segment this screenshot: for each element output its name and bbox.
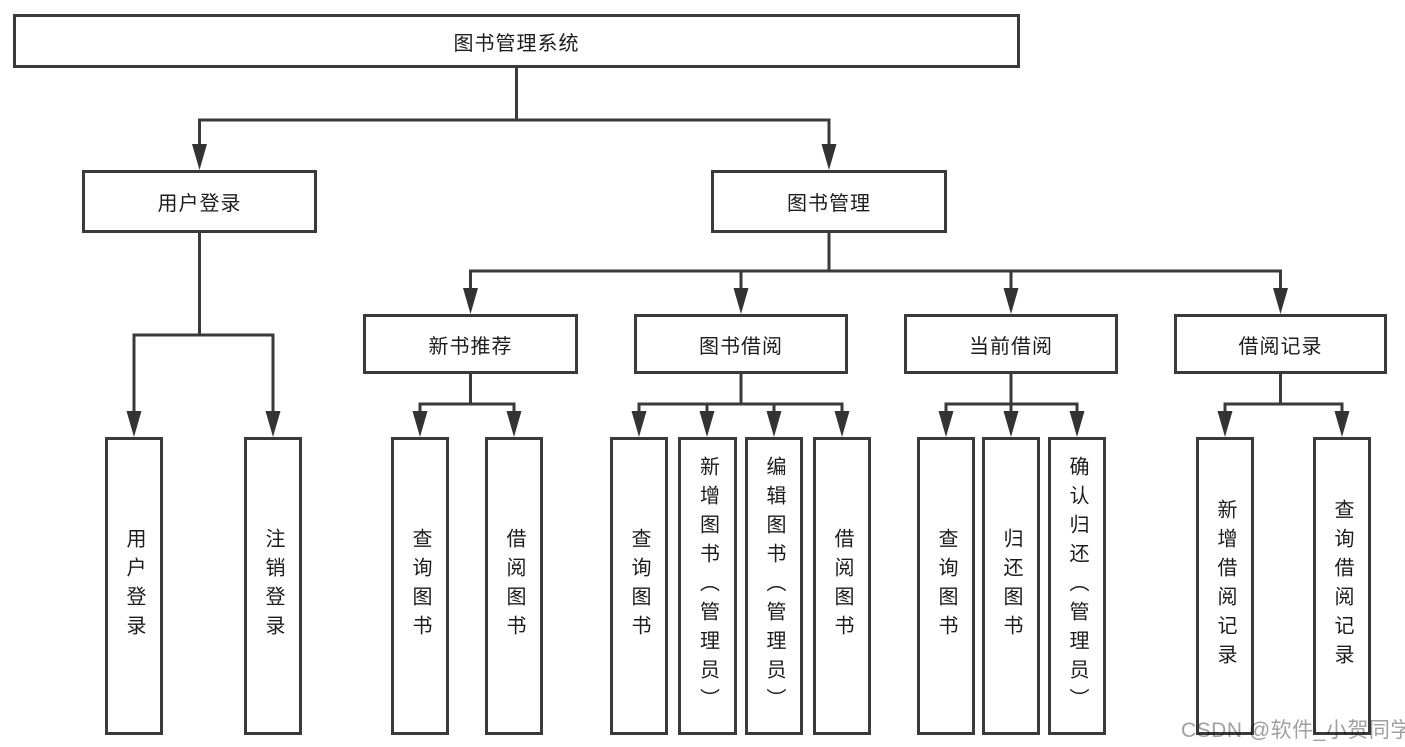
node-label: 新书推荐 [428, 335, 513, 358]
node-book-management: 图书管理 [711, 170, 947, 233]
leaf-query-books-current: 查询图书 [917, 437, 975, 735]
node-label: 借阅图书 [503, 528, 525, 644]
leaf-borrow-books-recommend: 借阅图书 [485, 437, 543, 735]
node-label: 归还图书 [1000, 528, 1022, 644]
node-label: 新增图书（管理员） [696, 455, 719, 717]
node-label: 借阅记录 [1238, 335, 1323, 358]
node-label: 编辑图书（管理员） [763, 455, 785, 717]
leaf-query-books-recommend: 查询图书 [391, 437, 449, 735]
node-label: 用户登录 [157, 193, 242, 215]
node-label: 查询图书 [935, 528, 957, 644]
node-current-borrowing: 当前借阅 [904, 314, 1118, 374]
node-label: 图书借阅 [699, 335, 783, 358]
node-label: 借阅图书 [831, 528, 853, 644]
leaf-logout: 注销登录 [244, 437, 302, 735]
node-label: 用户登录 [123, 528, 145, 644]
node-label: 查询图书 [409, 528, 431, 644]
leaf-user-login: 用户登录 [105, 437, 163, 735]
node-label: 查询借阅记录 [1331, 499, 1353, 673]
node-borrowing-records: 借阅记录 [1174, 314, 1387, 374]
node-label: 注销登录 [262, 528, 284, 644]
leaf-return-books: 归还图书 [982, 437, 1040, 735]
node-new-book-recommendation: 新书推荐 [363, 314, 578, 374]
leaf-add-books-admin: 新增图书（管理员） [678, 437, 737, 735]
node-label: 确认归还（管理员） [1066, 455, 1088, 717]
node-library-management-system: 图书管理系统 [13, 14, 1020, 68]
leaf-add-borrow-record: 新增借阅记录 [1196, 437, 1254, 735]
node-user-login: 用户登录 [82, 170, 317, 233]
node-label: 当前借阅 [969, 335, 1053, 358]
leaf-confirm-return-admin: 确认归还（管理员） [1048, 437, 1106, 735]
leaf-edit-books-admin: 编辑图书（管理员） [745, 437, 803, 735]
arrowheads [126, 144, 1350, 437]
leaf-borrow-books: 借阅图书 [813, 437, 871, 735]
node-label: 图书管理 [787, 193, 871, 215]
node-label: 新增借阅记录 [1214, 499, 1236, 673]
node-label: 查询图书 [628, 528, 650, 644]
csdn-watermark: CSDN @软件_小贺同学 [1181, 719, 1405, 742]
node-book-borrowing: 图书借阅 [634, 314, 848, 374]
leaf-query-borrow-record: 查询借阅记录 [1313, 437, 1371, 735]
node-label: 图书管理系统 [453, 32, 580, 55]
leaf-query-books-borrow: 查询图书 [610, 437, 668, 735]
